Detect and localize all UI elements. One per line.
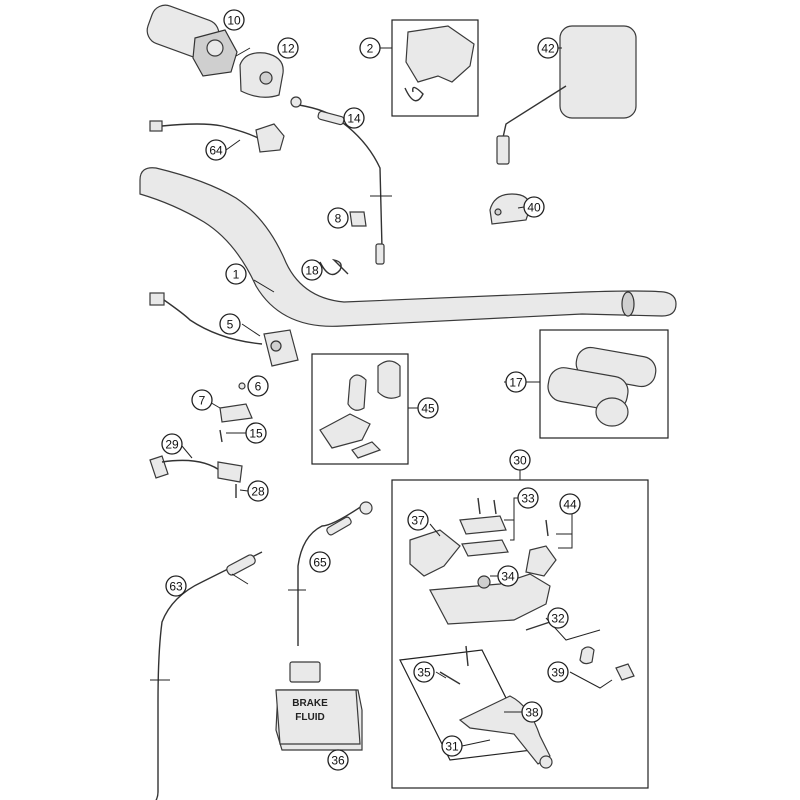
svg-text:14: 14 bbox=[347, 112, 361, 126]
cable-63 bbox=[150, 551, 263, 800]
mirror bbox=[496, 25, 637, 165]
callout-63: 63 bbox=[165, 575, 187, 597]
callout-32: 32 bbox=[547, 607, 569, 629]
svg-text:17: 17 bbox=[509, 376, 523, 390]
callout-6: 6 bbox=[247, 375, 269, 397]
callout-1: 1 bbox=[225, 263, 247, 285]
callout-15: 15 bbox=[245, 422, 267, 444]
brake-master-cylinder-box bbox=[391, 479, 649, 789]
callout-38: 38 bbox=[521, 701, 543, 723]
svg-text:29: 29 bbox=[165, 438, 179, 452]
brake-fluid-label-line2: FLUID bbox=[295, 712, 324, 723]
svg-text:7: 7 bbox=[199, 394, 206, 408]
grips-box bbox=[539, 329, 669, 439]
callout-2: 2 bbox=[359, 37, 381, 59]
cable-65 bbox=[288, 501, 373, 646]
svg-text:44: 44 bbox=[563, 498, 577, 512]
callout-37: 37 bbox=[407, 509, 429, 531]
svg-text:18: 18 bbox=[305, 264, 319, 278]
svg-text:64: 64 bbox=[209, 144, 223, 158]
callout-40: 40 bbox=[523, 196, 545, 218]
svg-text:1: 1 bbox=[233, 268, 240, 282]
callout-8: 8 bbox=[327, 207, 349, 229]
callout-10: 10 bbox=[223, 9, 245, 31]
callout-17: 17 bbox=[505, 371, 527, 393]
svg-text:8: 8 bbox=[335, 212, 342, 226]
brake-fluid-label-line1: BRAKE bbox=[292, 698, 328, 709]
cable-tie bbox=[319, 258, 349, 276]
callout-35: 35 bbox=[413, 661, 435, 683]
switch-box bbox=[391, 19, 479, 117]
svg-text:28: 28 bbox=[251, 485, 265, 499]
callout-36: 36 bbox=[327, 749, 349, 771]
svg-text:6: 6 bbox=[255, 380, 262, 394]
svg-text:34: 34 bbox=[501, 570, 515, 584]
svg-text:31: 31 bbox=[445, 740, 459, 754]
callout-39: 39 bbox=[547, 661, 569, 683]
svg-text:5: 5 bbox=[227, 318, 234, 332]
svg-text:12: 12 bbox=[281, 42, 295, 56]
callout-14: 14 bbox=[343, 107, 365, 129]
callout-5: 5 bbox=[219, 313, 241, 335]
lever-guard-box bbox=[311, 353, 409, 465]
svg-text:42: 42 bbox=[541, 42, 555, 56]
clamp-parts bbox=[219, 382, 253, 443]
svg-text:45: 45 bbox=[421, 402, 435, 416]
throttle-grip bbox=[146, 4, 238, 77]
svg-text:15: 15 bbox=[249, 427, 263, 441]
callout-12: 12 bbox=[277, 37, 299, 59]
callout-30: 30 bbox=[509, 449, 531, 471]
svg-text:36: 36 bbox=[331, 754, 345, 768]
svg-text:38: 38 bbox=[525, 706, 539, 720]
svg-text:63: 63 bbox=[169, 580, 183, 594]
callout-65: 65 bbox=[309, 551, 331, 573]
svg-text:37: 37 bbox=[411, 514, 425, 528]
callout-64: 64 bbox=[205, 139, 227, 161]
handlebar bbox=[139, 167, 677, 327]
svg-text:65: 65 bbox=[313, 556, 327, 570]
svg-text:10: 10 bbox=[227, 14, 241, 28]
svg-text:33: 33 bbox=[521, 492, 535, 506]
svg-text:32: 32 bbox=[551, 612, 565, 626]
callout-28: 28 bbox=[247, 480, 269, 502]
callout-45: 45 bbox=[417, 397, 439, 419]
callout-29: 29 bbox=[161, 433, 183, 455]
callout-44: 44 bbox=[559, 493, 581, 515]
svg-text:35: 35 bbox=[417, 666, 431, 680]
svg-text:30: 30 bbox=[513, 454, 527, 468]
throttle-housing-cover bbox=[239, 52, 284, 98]
hot-start-switch bbox=[149, 455, 243, 498]
callout-7: 7 bbox=[191, 389, 213, 411]
brake-fluid-bottle: BRAKE FLUID bbox=[275, 661, 363, 751]
svg-text:40: 40 bbox=[527, 201, 541, 215]
callout-33: 33 bbox=[517, 487, 539, 509]
callout-34: 34 bbox=[497, 565, 519, 587]
clutch-cable bbox=[290, 96, 392, 265]
callout-31: 31 bbox=[441, 735, 463, 757]
svg-text:39: 39 bbox=[551, 666, 565, 680]
callout-18: 18 bbox=[301, 259, 323, 281]
callout-42: 42 bbox=[537, 37, 559, 59]
switch-with-cable bbox=[149, 120, 285, 153]
kill-switch bbox=[149, 292, 299, 367]
svg-text:2: 2 bbox=[367, 42, 374, 56]
clip bbox=[349, 211, 367, 227]
